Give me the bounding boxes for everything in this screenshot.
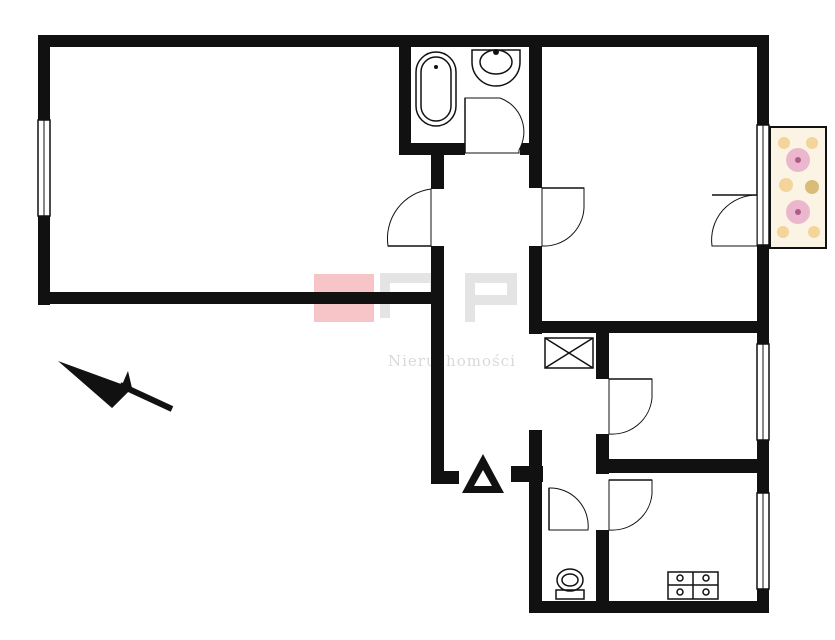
sink-icon — [471, 49, 521, 87]
door — [608, 479, 653, 531]
wall — [529, 430, 542, 545]
bathtub-icon — [415, 51, 457, 127]
door — [711, 194, 758, 247]
wall — [399, 35, 411, 155]
wall — [529, 530, 542, 613]
walls — [38, 35, 769, 613]
door — [608, 378, 653, 435]
north-arrow-icon — [58, 361, 174, 412]
balcony — [769, 126, 827, 249]
door — [464, 97, 525, 154]
door — [386, 188, 432, 247]
wall — [596, 530, 609, 613]
watermark-logo: Nieruchomości — [314, 273, 517, 370]
wall — [38, 292, 444, 304]
door — [541, 187, 585, 247]
wall — [596, 459, 769, 473]
ventilation-shaft-icon — [544, 337, 594, 369]
window — [756, 343, 770, 441]
doors — [386, 97, 758, 531]
windows — [37, 119, 770, 590]
stove-icon — [667, 571, 719, 600]
window — [756, 124, 770, 246]
door — [548, 487, 589, 531]
wall — [529, 246, 542, 334]
wall — [38, 35, 411, 47]
watermark-text: Nieruchomości — [388, 352, 516, 370]
wall — [399, 35, 769, 47]
wall — [596, 333, 609, 379]
wall — [529, 601, 769, 613]
window — [756, 492, 770, 590]
wall — [529, 35, 542, 188]
flower-pattern — [777, 137, 820, 238]
toilet-icon — [555, 568, 585, 600]
wall — [529, 321, 769, 333]
wall — [431, 143, 444, 189]
window — [37, 119, 51, 217]
entrance-triangle-icon — [462, 454, 504, 493]
wall — [596, 434, 609, 474]
wall — [431, 246, 444, 484]
wall — [431, 471, 459, 484]
